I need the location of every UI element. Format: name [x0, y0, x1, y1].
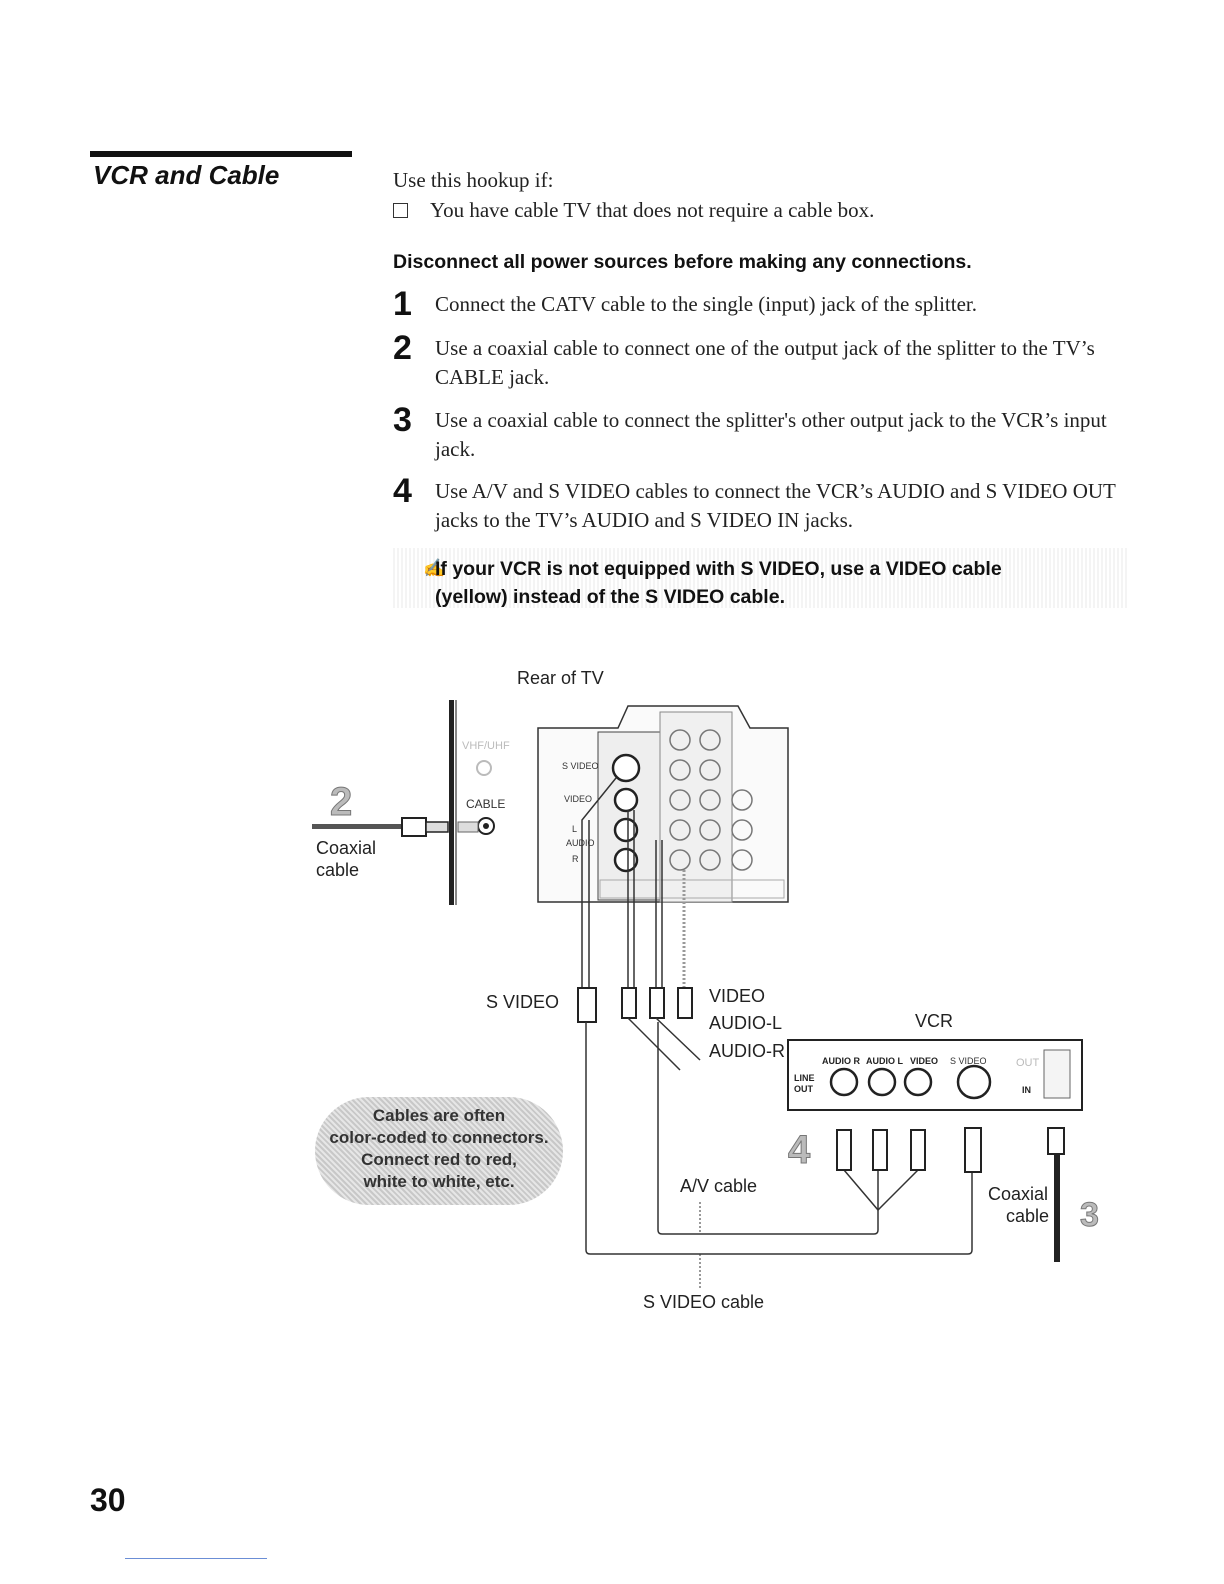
step-2-marker: 2: [329, 780, 353, 825]
svg-text:AUDIO: AUDIO: [566, 838, 595, 848]
audio-l-plug-label: AUDIO-L: [709, 1013, 783, 1033]
svg-text:AUDIO R: AUDIO R: [822, 1056, 861, 1066]
tv-jacks: [669, 729, 753, 871]
step-number: 1: [393, 285, 412, 323]
s-video-plug-label: S VIDEO: [486, 992, 560, 1012]
video-plug-label: VIDEO: [709, 986, 766, 1006]
svg-text:IN: IN: [1022, 1085, 1031, 1095]
intro-bullet: You have cable TV that does not require …: [393, 198, 874, 223]
tv-cables: [581, 777, 663, 990]
svg-text:VIDEO: VIDEO: [564, 794, 592, 804]
coaxial-label-left: Coaxial: [316, 838, 377, 858]
step-text: Connect the CATV cable to the single (in…: [435, 292, 977, 316]
cable-plugs: [577, 987, 693, 1023]
step-text: Use a coaxial cable to connect one of th…: [435, 336, 1095, 389]
svg-text:S VIDEO: S VIDEO: [950, 1056, 987, 1066]
vhf-jack: [476, 760, 492, 776]
callout-line-4: white to white, etc.: [363, 1172, 515, 1191]
svg-text:OUT: OUT: [794, 1084, 814, 1094]
intro-bullet-text: You have cable TV that does not require …: [430, 198, 875, 222]
step-2: 2 Use a coaxial cable to connect one of …: [393, 329, 1133, 392]
callout-line-2: color-coded to connectors.: [329, 1128, 549, 1147]
section-rule: [90, 151, 352, 157]
callout-line-1: Cables are often: [372, 1106, 506, 1125]
coax-cable-left: [312, 824, 404, 829]
note-box: ✍ If your VCR is not equipped with S VID…: [393, 548, 1128, 608]
svg-text:VIDEO: VIDEO: [910, 1056, 938, 1066]
intro-lead: Use this hookup if:: [393, 168, 554, 192]
checkbox-icon: [393, 203, 408, 218]
svg-text:VHF/UHF: VHF/UHF: [462, 740, 510, 752]
step-3: 3 Use a coaxial cable to connect the spl…: [393, 401, 1133, 464]
step-4-marker: 4: [787, 1128, 811, 1173]
step-4: 4 Use A/V and S VIDEO cables to connect …: [393, 472, 1133, 535]
tv-input-jacks: [611, 753, 641, 873]
vcr-jacks: [829, 1064, 992, 1100]
svg-text:LINE: LINE: [794, 1073, 815, 1083]
section-title: VCR and Cable: [93, 160, 280, 190]
step-number: 4: [393, 472, 412, 510]
s-video-cable-label: S VIDEO cable: [643, 1292, 765, 1312]
callout-line-3: Connect red to red,: [361, 1150, 517, 1169]
note-line-1: If your VCR is not equipped with S VIDEO…: [435, 558, 1002, 580]
vcr-plugs: [836, 1127, 1065, 1173]
cable-label-right: cable: [1006, 1206, 1050, 1226]
vcr-label: VCR: [915, 1011, 954, 1031]
cable-routing: [585, 1017, 973, 1255]
svg-text:S VIDEO: S VIDEO: [562, 761, 599, 771]
av-cable-label: A/V cable: [680, 1176, 758, 1196]
cable-label-left: cable: [316, 860, 360, 880]
step-text: Use A/V and S VIDEO cables to connect th…: [435, 479, 1116, 532]
step-text: Use a coaxial cable to connect the split…: [435, 408, 1107, 461]
page-number: 30: [90, 1482, 126, 1518]
step-1: 1 Connect the CATV cable to the single (…: [393, 285, 1133, 323]
svg-text:L: L: [572, 824, 577, 834]
note-line-2: (yellow) instead of the S VIDEO cable.: [435, 586, 785, 608]
color-code-callout: Cables are often color-coded to connecto…: [315, 1097, 563, 1205]
pencil-note-icon: ✍: [423, 558, 446, 578]
step-3-marker: 3: [1080, 1196, 1100, 1235]
svg-text:R: R: [572, 854, 579, 864]
warning-text: Disconnect all power sources before maki…: [393, 251, 972, 273]
svg-text:OUT: OUT: [1016, 1057, 1040, 1069]
svg-text:AUDIO L: AUDIO L: [866, 1056, 904, 1066]
rear-of-tv-label: Rear of TV: [517, 668, 604, 688]
footer-rule: [125, 1558, 267, 1559]
svg-text:CABLE: CABLE: [466, 797, 505, 811]
audio-r-plug-label: AUDIO-R: [709, 1041, 785, 1061]
coax-cable-right: [1054, 1154, 1060, 1262]
wall-plate: [449, 700, 454, 905]
step-number: 2: [393, 329, 412, 367]
coaxial-label-right: Coaxial: [988, 1184, 1049, 1204]
step-number: 3: [393, 401, 412, 439]
